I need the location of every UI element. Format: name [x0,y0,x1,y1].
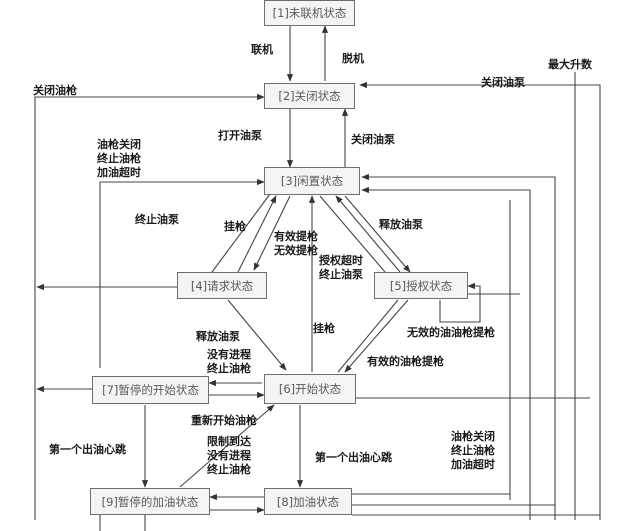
arrow-valid-lift [253,195,291,271]
label-hang-nozzle: 挂枪 [224,220,246,233]
label-release-pump-top: 释放油泵 [379,218,423,231]
state-authorized: [5]授权状态 [374,272,468,299]
arrow-stop-pump [211,193,271,273]
label-close-pump: 关闭油泵 [351,133,395,146]
label-hang-nozzle-mid: 挂枪 [313,322,335,335]
arrow-auth-timeout [335,195,401,273]
label-close-pump-right: 关闭油泵 [481,76,525,89]
label-no-progress-stop: 没有进程 终止油枪 [207,348,251,375]
label-limit-reached-group: 限制到达 没有进程 终止油枪 [207,435,251,476]
arrow-release-pump-mid [227,299,287,371]
label-offline: 脱机 [342,52,364,65]
label-first-heartbeat-left: 第一个出油心跳 [49,443,126,456]
arrow-close-pump-right [359,81,601,520]
label-open-pump: 打开油泵 [218,129,262,142]
arrow-auth-stop [319,195,386,273]
arrow-hang-nozzle [237,195,277,273]
label-invalid-lift: 无效的油油枪提枪 [407,326,495,339]
label-valid-invalid-lift: 有效提枪 无效提枪 [274,230,318,257]
arrow-restart-from-9 [179,404,275,488]
label-timeout-group: 油枪关闭 终止油枪 加油超时 [97,138,141,179]
arrow-release-pump-top [344,195,411,273]
label-first-heartbeat-mid: 第一个出油心跳 [315,451,392,464]
label-stop-pump: 终止油泵 [135,213,179,226]
arrow-invalid-lift [439,282,481,323]
arrow-return-right-2 [361,186,531,520]
arrow-return-right-1 [361,173,556,520]
state-fueling: [8]加油状态 [264,488,352,515]
arrow-close-nozzle-left [34,93,265,520]
label-online: 联机 [251,43,273,56]
label-close-nozzle-left: 关闭油枪 [33,84,77,97]
state-idle: [3]闲置状态 [264,167,360,195]
state-closed: [2]关闭状态 [264,83,355,109]
state-offline: [1]未联机状态 [264,0,355,26]
arrow-valid-lift-6 [344,299,409,373]
arrow-timeout-left [99,178,265,368]
label-max-liters: 最大升数 [548,58,592,71]
state-request: [4]请求状态 [177,272,267,299]
label-restart-nozzle: 重新开始油枪 [191,414,257,427]
label-release-pump-mid: 释放油泵 [196,330,240,343]
state-paused-start: [7]暂停的开始状态 [92,376,209,404]
label-timeout-group-right: 油枪关闭 终止油枪 加油超时 [451,430,495,471]
state-start: [6]开始状态 [264,374,356,404]
label-auth-stop-pump: 授权超时 终止油泵 [319,254,363,281]
state-paused-fueling: [9]暂停的加油状态 [90,488,210,515]
label-valid-lift: 有效的油枪提枪 [367,355,444,368]
